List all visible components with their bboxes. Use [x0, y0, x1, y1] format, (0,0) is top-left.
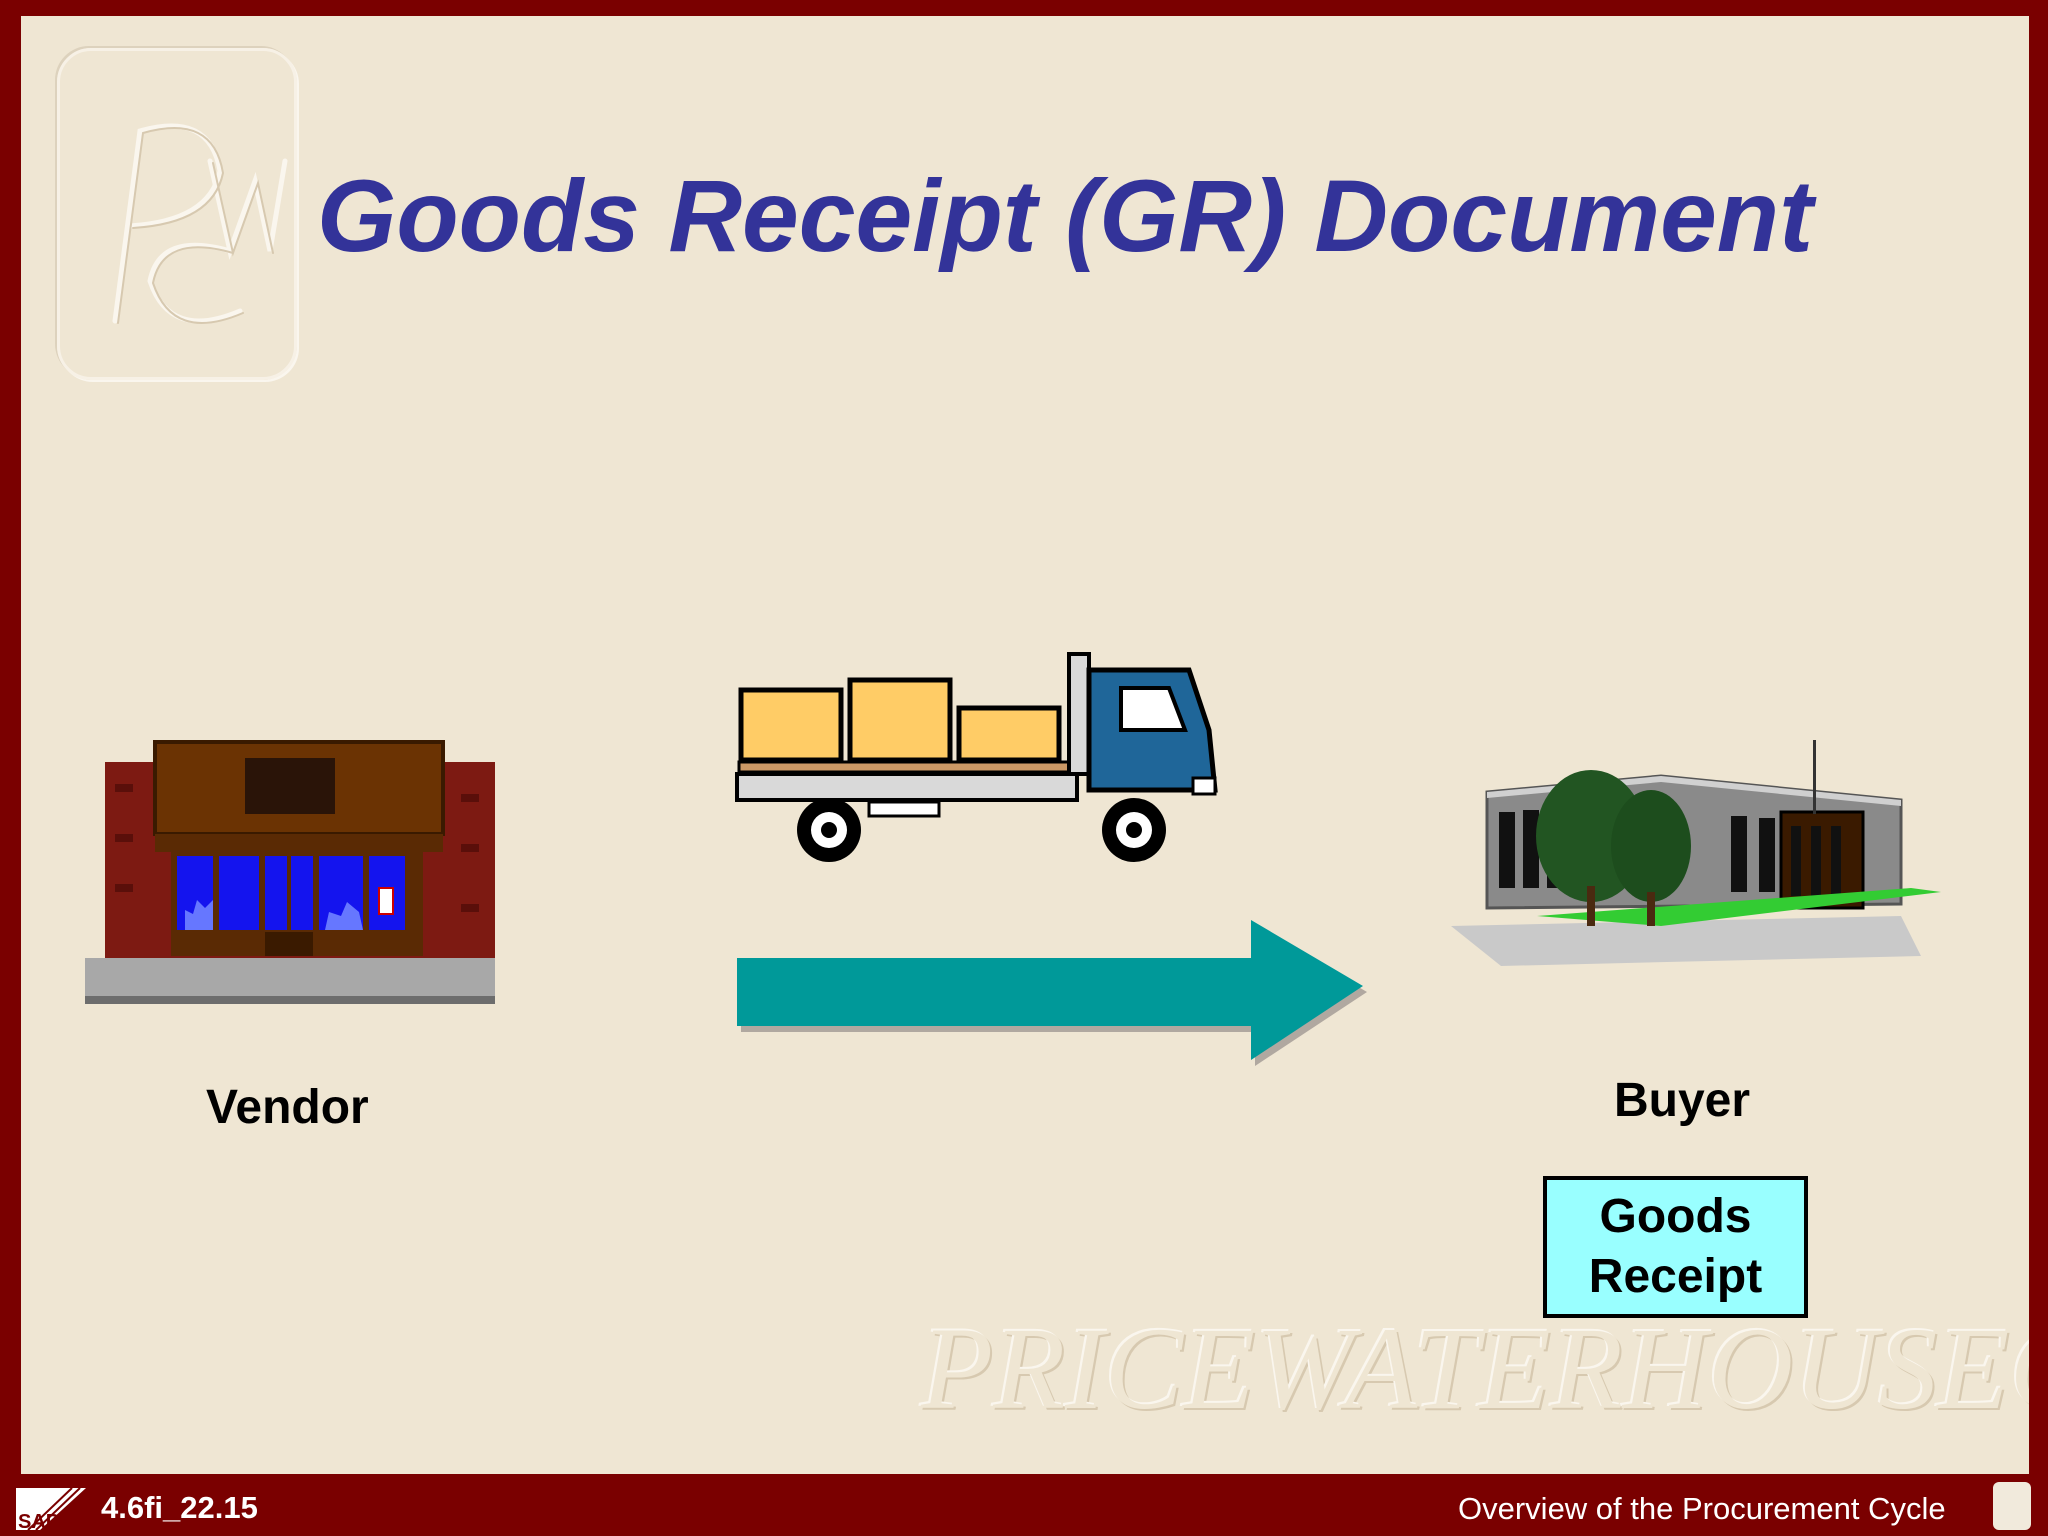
buyer-label: Buyer [1614, 1074, 1751, 1127]
pwc-footer-logo-icon [1993, 1482, 2031, 1530]
pwc-logo-emboss [57, 48, 297, 380]
vendor-storefront-icon [85, 740, 495, 1004]
sap-logo-icon: SAP [16, 1487, 86, 1530]
section-title: Overview of the Procurement Cycle [1458, 1491, 1946, 1526]
flow-arrow-icon [737, 920, 1367, 1066]
sap-logo-text: SAP [18, 1511, 59, 1530]
slide-canvas: Goods Receipt (GR) Document [21, 16, 2029, 1474]
slide-title: Goods Receipt (GR) Document [317, 159, 1814, 273]
goods-receipt-line1: Goods [1599, 1190, 1752, 1243]
delivery-truck-icon [735, 652, 1218, 862]
goods-receipt-box: Goods Receipt [1543, 1176, 1808, 1318]
buyer-building-icon [1451, 740, 1941, 966]
pwc-watermark: PRICEWATERHOUSECOOPERS [921, 1303, 2029, 1434]
goods-receipt-text: Goods Receipt [1589, 1187, 1762, 1307]
goods-receipt-line2: Receipt [1588, 1250, 1763, 1303]
slide-code: 4.6fi_22.15 [101, 1490, 258, 1525]
vendor-label: Vendor [206, 1081, 369, 1134]
